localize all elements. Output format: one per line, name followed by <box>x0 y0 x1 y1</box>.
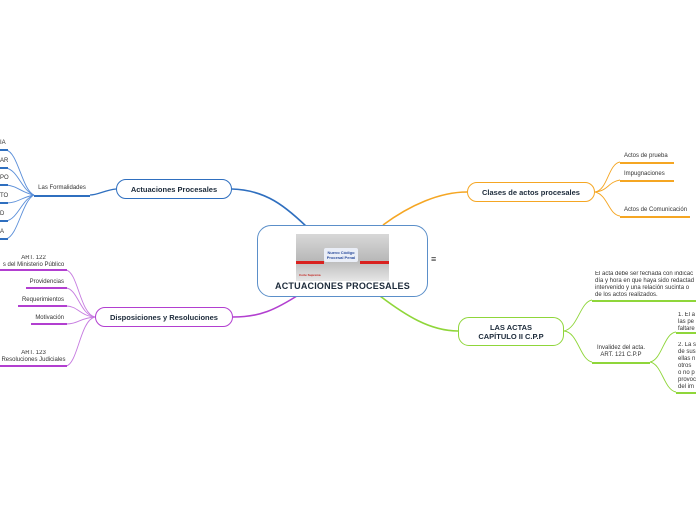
label-formalidad-3[interactable]: PO <box>0 175 9 181</box>
underline-actas-invalidez <box>592 362 650 364</box>
node-disposiciones-label: Disposiciones y Resoluciones <box>110 312 218 322</box>
central-topic-title: ACTUACIONES PROCESALES <box>275 281 410 291</box>
underline-clase-2 <box>620 180 674 182</box>
label-disp-requerimientos[interactable]: Requerimientos <box>21 297 64 303</box>
connector-actas <box>379 295 459 332</box>
label-invalidez-2[interactable]: 2. La s de sus ellas n otros o no p prov… <box>678 342 696 390</box>
label-clase-prueba[interactable]: Actos de prueba <box>624 153 668 159</box>
connector-invalidez-1 <box>649 331 677 363</box>
connector-actuaciones <box>231 188 313 233</box>
node-actas[interactable]: LAS ACTAS CAPÍTULO II C.P.P <box>458 317 564 346</box>
connector-actas-invalidez <box>563 330 593 363</box>
underline-disp-4 <box>31 323 67 325</box>
connector-disp-1 <box>65 269 96 318</box>
connector-actas-desc <box>563 299 593 332</box>
connector-disp-3 <box>65 305 96 318</box>
connector-clase-1 <box>594 161 621 193</box>
label-formalidad-5[interactable]: D <box>0 211 5 217</box>
label-formalidad-6[interactable]: A <box>0 229 5 235</box>
connector-formalidad-4 <box>5 194 35 204</box>
node-actas-label: LAS ACTAS CAPÍTULO II C.P.P <box>478 322 544 341</box>
connector-formalidad-2 <box>5 167 35 196</box>
connector-clase-2 <box>594 179 621 193</box>
underline-disp-2 <box>26 287 67 289</box>
underline-formalidad-5 <box>0 220 8 222</box>
label-formalidad-4[interactable]: TO <box>0 193 9 199</box>
label-formalidad-1[interactable]: IA <box>0 140 6 146</box>
underline-formalidad-1 <box>0 149 8 151</box>
underline-formalidad-6 <box>0 238 8 240</box>
connector-disposiciones <box>232 293 301 318</box>
node-clases[interactable]: Clases de actos procesales <box>467 182 595 202</box>
underline-invalidez-2 <box>676 392 696 394</box>
label-actas-invalidez[interactable]: Invalidez del acta. ART. 121 C.P.P <box>596 345 646 358</box>
image-badge: Nuevo Código Procesal Penal <box>324 248 358 262</box>
connector-formalidad-1 <box>5 149 35 196</box>
connector-formalidad-6 <box>5 194 35 240</box>
connector-formalidad-3 <box>5 184 35 196</box>
menu-icon[interactable]: ≡ <box>431 254 437 264</box>
connector-clase-3 <box>594 191 621 217</box>
node-actuaciones[interactable]: Actuaciones Procesales <box>116 179 232 199</box>
underline-formalidades <box>34 195 90 197</box>
underline-formalidad-4 <box>0 202 8 204</box>
image-red-bar-right <box>360 261 389 264</box>
label-clase-impugnaciones[interactable]: Impugnaciones <box>624 171 665 177</box>
label-disp-providencias[interactable]: Providencias <box>29 279 64 285</box>
underline-formalidad-2 <box>0 167 8 169</box>
connector-formalidades <box>89 188 117 196</box>
label-disp-motivacion[interactable]: Motivación <box>35 315 64 321</box>
label-clase-comunicacion[interactable]: Actos de Comunicación <box>624 207 688 213</box>
image-red-bar-left <box>296 261 324 264</box>
label-disp-art122[interactable]: ART. 122 s del Ministerio Público <box>2 255 65 268</box>
underline-invalidez-1 <box>676 332 696 334</box>
connector-invalidez-2 <box>649 361 677 393</box>
underline-clase-3 <box>620 216 690 218</box>
underline-actas-desc <box>592 300 696 302</box>
underline-formalidad-3 <box>0 184 8 186</box>
label-invalidez-1[interactable]: 1. El a las pe faltare <box>678 312 696 331</box>
underline-disp-1 <box>0 269 67 271</box>
connector-disp-5 <box>65 316 96 367</box>
central-topic-image: Nuevo Código Procesal Penal Corte Suprem… <box>296 234 389 281</box>
underline-disp-3 <box>18 305 67 307</box>
connector-disp-2 <box>65 287 96 318</box>
connector-clases <box>382 191 468 226</box>
node-disposiciones[interactable]: Disposiciones y Resoluciones <box>95 307 233 327</box>
image-logo: Corte Suprema <box>299 273 321 277</box>
label-formalidades[interactable]: Las Formalidades <box>38 185 86 191</box>
label-formalidad-2[interactable]: AR <box>0 158 9 164</box>
label-actas-description[interactable]: El acta debe ser fechada con indicac día… <box>595 271 695 298</box>
underline-clase-1 <box>620 162 674 164</box>
node-actuaciones-label: Actuaciones Procesales <box>130 184 218 194</box>
label-disp-art123[interactable]: ART. 123 Resoluciones Judiciales <box>1 350 66 363</box>
connector-disp-4 <box>65 316 96 325</box>
node-clases-label: Clases de actos procesales <box>482 187 580 197</box>
underline-disp-5 <box>0 365 67 367</box>
